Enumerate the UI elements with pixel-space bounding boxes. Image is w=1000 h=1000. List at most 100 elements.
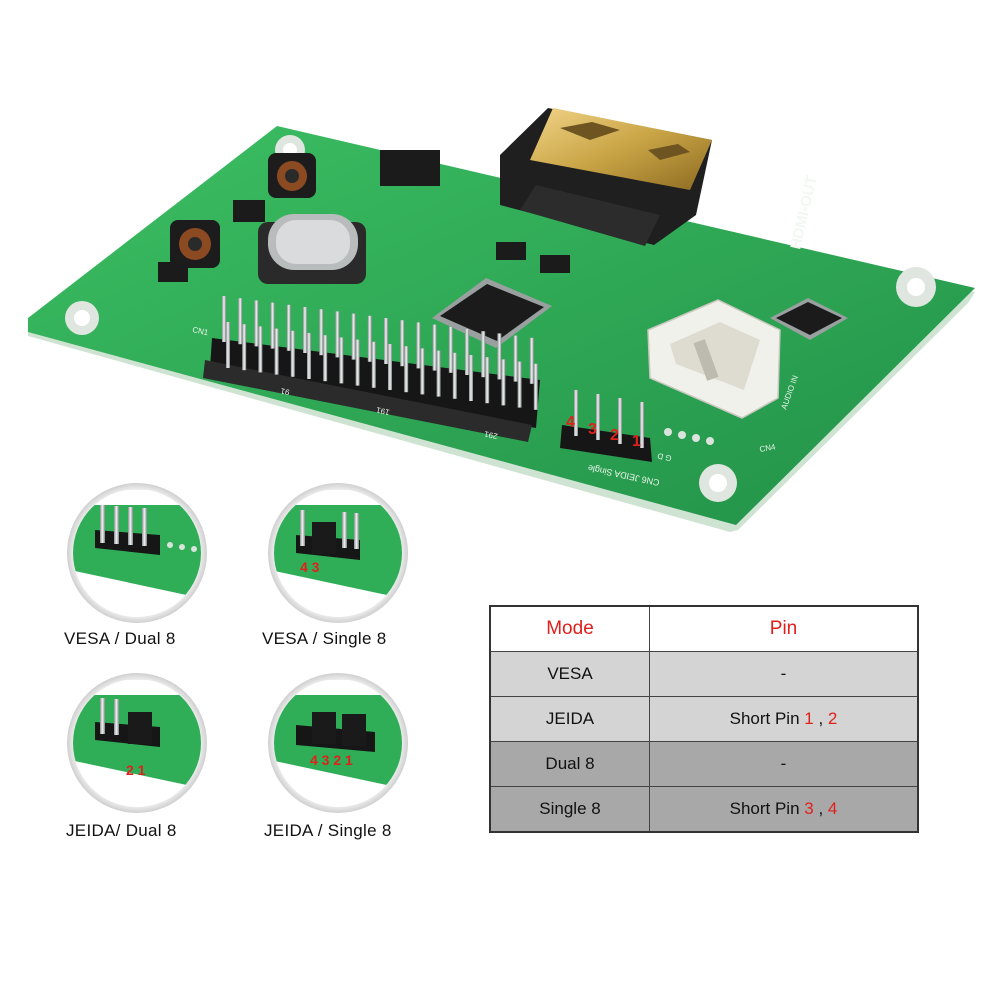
header-pin bbox=[501, 359, 506, 406]
header-pin bbox=[485, 357, 490, 404]
mode-cell: Dual 8 bbox=[489, 741, 650, 787]
inset-vesa-dual8 bbox=[67, 483, 207, 623]
table-row: Single 8 Short Pin 3 , 4 bbox=[489, 786, 919, 833]
mounting-hole-icon bbox=[699, 464, 737, 502]
pin-number: 3 bbox=[804, 799, 814, 818]
header-label-1: 91 bbox=[279, 386, 290, 397]
header-pin bbox=[371, 341, 376, 388]
header-pin bbox=[367, 315, 372, 362]
header-pin bbox=[517, 361, 522, 408]
header-pin bbox=[400, 320, 405, 367]
header-pin bbox=[242, 324, 247, 371]
gnd-label: G D bbox=[656, 451, 672, 463]
inset-marks-4-3: 4 3 bbox=[300, 559, 320, 575]
inductor-icon bbox=[268, 153, 316, 198]
header-pin bbox=[529, 337, 534, 384]
header-pin bbox=[513, 335, 518, 382]
pin-cell: Short Pin 1 , 2 bbox=[649, 696, 919, 742]
mode-pin-table: Mode Pin VESA - JEIDA Short Pin 1 , 2 Du… bbox=[489, 605, 919, 833]
smd-chip bbox=[540, 255, 570, 273]
header-pin bbox=[335, 311, 340, 358]
table-row: VESA - bbox=[489, 651, 919, 697]
audio-chip bbox=[770, 298, 848, 340]
jumper-pin bbox=[618, 398, 622, 444]
header-pin bbox=[388, 344, 392, 390]
mode-cell: JEIDA bbox=[489, 696, 650, 742]
caption-jeida-dual8: JEIDA/ Dual 8 bbox=[66, 821, 177, 840]
table-header-row: Mode Pin bbox=[489, 605, 919, 652]
pin-number: 1 bbox=[804, 709, 814, 728]
header-pin bbox=[481, 331, 486, 378]
header-pin bbox=[254, 300, 259, 347]
jumper-number-4: 4 bbox=[566, 414, 575, 431]
header-pin bbox=[307, 333, 311, 379]
inset-marks-4-3-2-1: 4 3 2 1 bbox=[310, 752, 353, 768]
header-pin bbox=[270, 302, 275, 349]
table-row: Dual 8 - bbox=[489, 741, 919, 787]
header-pin bbox=[238, 298, 243, 345]
pin-cell: - bbox=[649, 651, 919, 697]
mode-cell: VESA bbox=[489, 651, 650, 697]
header-pin bbox=[226, 322, 230, 368]
table-row: JEIDA Short Pin 1 , 2 bbox=[489, 696, 919, 742]
hdmi-out-silkscreen: HDMI-OUT bbox=[787, 174, 820, 251]
pin-header-40 bbox=[203, 296, 540, 442]
regulator-chip bbox=[380, 150, 440, 186]
smd-chip bbox=[233, 200, 265, 222]
pin-separator: , bbox=[813, 799, 828, 818]
header-pin bbox=[416, 322, 421, 369]
header-pin bbox=[497, 333, 502, 380]
pcb-board: HDMI-OUT AUDIO IN CN4 CN1 91 191 291 4 3… bbox=[28, 108, 975, 532]
pin-number: 4 bbox=[827, 799, 838, 818]
cn1-label: CN1 bbox=[192, 325, 210, 337]
pin-cell: Short Pin 3 , 4 bbox=[649, 786, 919, 833]
solder-pads bbox=[664, 428, 714, 445]
jumper-pin bbox=[640, 402, 644, 448]
mode-cell: Single 8 bbox=[489, 786, 650, 833]
inset-jeida-single8: 4 3 2 1 bbox=[268, 673, 408, 813]
pin-number: 2 bbox=[827, 709, 838, 728]
inset-vesa-single8: 4 3 bbox=[268, 483, 408, 623]
header-pin bbox=[286, 304, 291, 351]
header-pin bbox=[290, 330, 295, 377]
jumper-number-2: 2 bbox=[610, 427, 619, 444]
header-pin bbox=[384, 318, 388, 364]
mounting-hole-icon bbox=[65, 301, 99, 335]
header-pin bbox=[339, 337, 344, 384]
smd-chip bbox=[158, 262, 188, 282]
header-pin bbox=[351, 313, 356, 360]
pin-prefix: - bbox=[780, 754, 787, 773]
header-pin bbox=[323, 335, 328, 382]
smd-chip bbox=[496, 242, 526, 260]
header-label-3: 291 bbox=[483, 429, 498, 441]
header-pin bbox=[452, 352, 457, 399]
caption-vesa-dual8: VESA / Dual 8 bbox=[64, 629, 176, 648]
pin-prefix: - bbox=[780, 664, 787, 683]
jumper-pin bbox=[596, 394, 600, 440]
mounting-hole-icon bbox=[896, 267, 936, 307]
header-label-2: 191 bbox=[375, 405, 390, 417]
caption-vesa-single8: VESA / Single 8 bbox=[262, 629, 387, 648]
header-pin bbox=[432, 324, 437, 371]
header-pin bbox=[465, 329, 469, 375]
pin-separator: , bbox=[813, 709, 828, 728]
header-pin bbox=[469, 355, 473, 401]
header-pin bbox=[222, 296, 226, 342]
jumper-pin bbox=[574, 390, 578, 436]
header-pin bbox=[274, 328, 279, 375]
jumper-number-1: 1 bbox=[632, 433, 641, 450]
caption-jeida-single8: JEIDA / Single 8 bbox=[264, 821, 392, 840]
jumper-numbers: 4 3 2 1 bbox=[566, 414, 641, 450]
audio-connector bbox=[647, 299, 781, 419]
header-pin bbox=[258, 326, 263, 373]
header-pin bbox=[436, 350, 441, 397]
jumper-number-3: 3 bbox=[588, 421, 597, 438]
header-pin bbox=[303, 307, 307, 353]
header-pin bbox=[355, 339, 360, 386]
header-pin bbox=[319, 309, 324, 356]
header-pin bbox=[533, 363, 538, 410]
header-pin: Pin bbox=[649, 605, 919, 652]
pin-prefix: Short Pin bbox=[729, 709, 805, 728]
jumper-header-cn6 bbox=[560, 390, 652, 462]
